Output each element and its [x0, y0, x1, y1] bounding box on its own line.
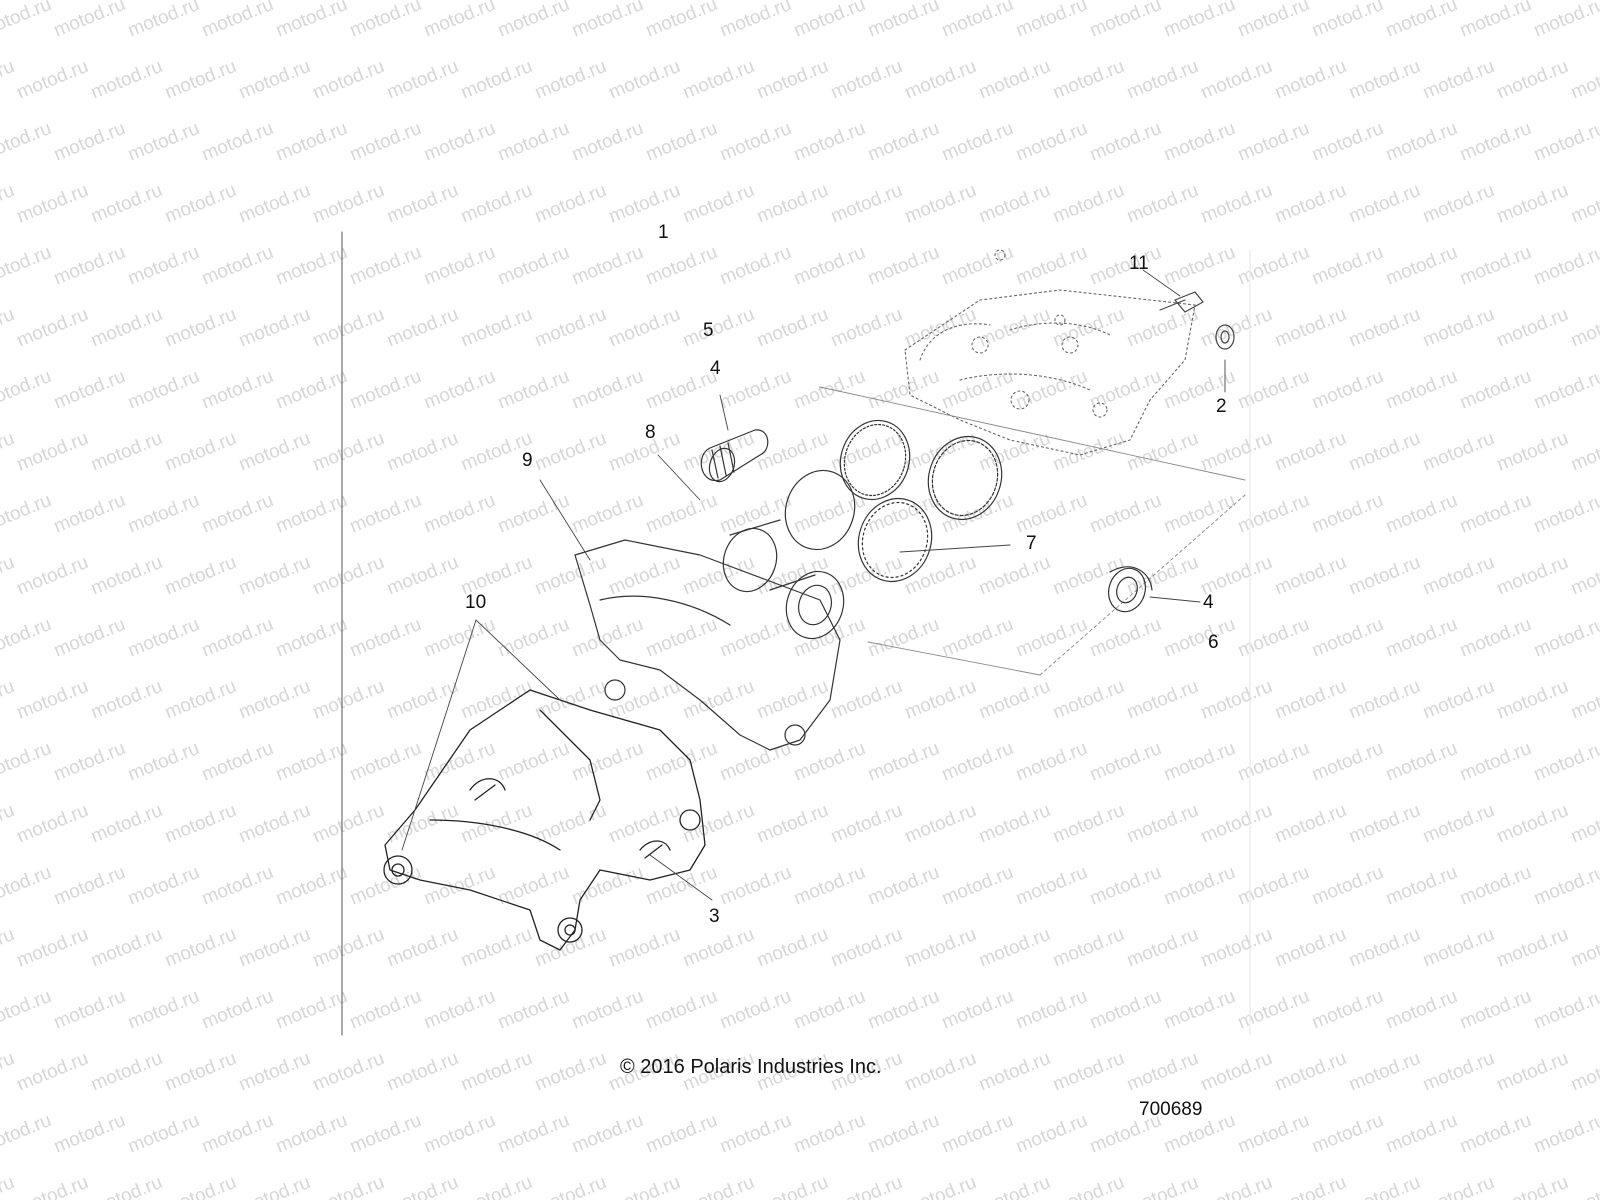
- brake-pad: [574, 539, 841, 751]
- callout-4-lower: 4: [1203, 592, 1214, 613]
- diagram-id: 700689: [1139, 1099, 1203, 1120]
- bleeder-screw: [1159, 291, 1204, 313]
- callout-8: 8: [645, 422, 656, 443]
- bleeder-cap: [1215, 324, 1235, 350]
- callout-4-upper: 4: [710, 358, 721, 379]
- caliper-bracket: [383, 689, 706, 951]
- callout-1: 1: [658, 222, 669, 243]
- callout-10: 10: [465, 592, 487, 613]
- callout-6: 6: [1208, 632, 1219, 653]
- guide-line-upper: [819, 386, 1246, 481]
- callout-3: 3: [709, 906, 720, 927]
- pistons: [722, 519, 845, 640]
- boot-lower: [1107, 566, 1153, 613]
- callout-2: 2: [1216, 396, 1227, 417]
- callout-11: 11: [1129, 253, 1149, 274]
- guide-pin-upper: [700, 429, 769, 483]
- guide-line-lower: [867, 641, 1041, 676]
- leader-lines: [401, 269, 1226, 901]
- callout-7: 7: [1026, 533, 1037, 554]
- piston-seals: [784, 419, 1003, 583]
- callout-5: 5: [703, 320, 714, 341]
- callout-9: 9: [522, 450, 533, 471]
- caliper-housing: [904, 249, 1196, 456]
- copyright-text: © 2016 Polaris Industries Inc.: [620, 1056, 882, 1078]
